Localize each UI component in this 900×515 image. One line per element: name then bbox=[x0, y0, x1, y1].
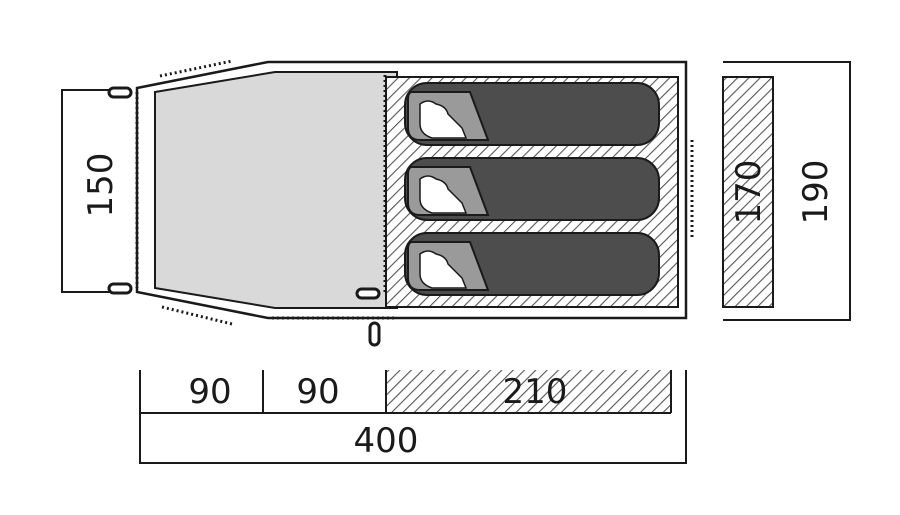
vestibule-2-label: 90 bbox=[296, 372, 339, 412]
sleeping-bags bbox=[404, 82, 660, 296]
tent-pegs bbox=[107, 86, 381, 347]
sleeping-bag-2 bbox=[404, 157, 660, 221]
peg-door bbox=[355, 287, 381, 300]
sleeping-bag-1 bbox=[404, 82, 660, 146]
bedroom-length-label: 210 bbox=[503, 372, 568, 412]
door-zipper-lines bbox=[135, 59, 694, 326]
total-length-label: 400 bbox=[354, 421, 419, 461]
vestibule-area bbox=[154, 71, 398, 309]
inner-depth-dimension: 170 bbox=[722, 76, 774, 308]
vestibule-1-label: 90 bbox=[188, 372, 231, 412]
inner-depth-label: 170 bbox=[729, 160, 769, 225]
bedroom-length-box bbox=[386, 370, 671, 413]
peg-top-left bbox=[107, 86, 133, 99]
width-dimension-bracket: 150 bbox=[61, 89, 121, 293]
length-dimensions: 90 90 210 400 bbox=[139, 370, 687, 464]
sleeping-bag-3 bbox=[404, 232, 660, 296]
outer-depth-label: 190 bbox=[796, 160, 836, 225]
peg-bottom-center bbox=[368, 321, 381, 347]
width-dimension-label: 150 bbox=[81, 153, 121, 218]
outer-depth-dimension: 190 bbox=[723, 61, 851, 321]
peg-bottom-left bbox=[107, 282, 133, 295]
